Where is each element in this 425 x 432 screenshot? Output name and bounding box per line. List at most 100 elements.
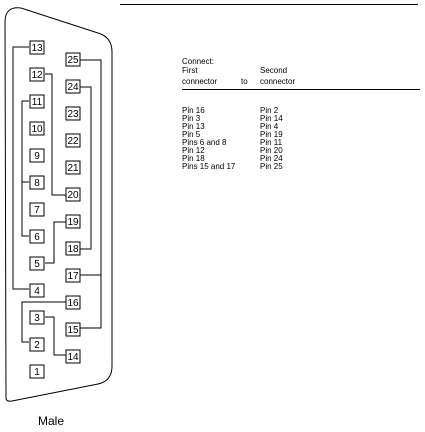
pin-7: 7 <box>29 202 45 217</box>
pin-box <box>29 175 45 190</box>
pin-12: 12 <box>29 67 45 82</box>
second-pin: Pin 14 <box>260 114 283 123</box>
pin-box <box>29 364 45 379</box>
pin-number: 2 <box>34 340 40 351</box>
pin-number: 3 <box>34 313 40 324</box>
pin-box <box>65 160 81 175</box>
pin-number: 9 <box>34 151 40 162</box>
second-pin: Pin 4 <box>260 122 279 131</box>
pin-number: 15 <box>67 325 79 336</box>
pin-number: 21 <box>67 163 79 174</box>
pin-25: 25 <box>65 52 81 67</box>
pin-box <box>29 229 45 244</box>
second-pin: Pin 25 <box>260 162 283 171</box>
pin-box <box>65 295 81 310</box>
pin-box <box>29 202 45 217</box>
pin-number: 13 <box>31 43 43 54</box>
pin-15: 15 <box>65 322 81 337</box>
pin-box <box>29 337 45 352</box>
pin-number: 8 <box>34 178 40 189</box>
pin-16: 16 <box>65 295 81 310</box>
pin-22: 22 <box>65 133 81 148</box>
connector-outline <box>4 7 113 402</box>
pin-box <box>65 52 81 67</box>
first-pin: Pin 18 <box>182 154 205 163</box>
second-pin: Pin 2 <box>260 106 279 115</box>
second-pin: Pin 20 <box>260 146 283 155</box>
second-pin: Pin 11 <box>260 138 283 147</box>
pin-number: 11 <box>32 97 43 108</box>
pin-24: 24 <box>65 79 81 94</box>
header-second-connector: connector <box>260 77 296 86</box>
second-pin: Pin 24 <box>260 154 283 163</box>
pin-13: 13 <box>29 40 45 55</box>
header-to: to <box>241 77 248 86</box>
header-first: First <box>182 66 198 75</box>
second-pin: Pin 19 <box>260 130 283 139</box>
pin-number: 19 <box>67 217 79 228</box>
pin-number: 7 <box>34 205 40 216</box>
table-row: Pins 15 and 17 Pin 25 <box>182 163 420 171</box>
pin-number: 23 <box>67 109 79 120</box>
pin-number: 12 <box>31 70 43 81</box>
wire-3-14 <box>45 316 66 356</box>
top-rule <box>120 4 418 5</box>
pin-number: 22 <box>67 136 79 147</box>
pin-23: 23 <box>65 106 81 121</box>
pin-number: 6 <box>34 232 40 243</box>
pin-3: 3 <box>29 310 45 325</box>
table-row: Pins 6 and 8 Pin 11 <box>182 139 420 147</box>
header-first-connector: connector <box>182 77 218 86</box>
pin-number: 20 <box>67 190 79 201</box>
pin-number: 10 <box>31 124 43 135</box>
wire-16-2 <box>21 301 66 343</box>
first-pin: Pin 12 <box>182 146 205 155</box>
pin-box <box>29 40 45 55</box>
pin-17: 17 <box>65 268 81 283</box>
pin-14: 14 <box>65 349 81 364</box>
first-pin: Pin 5 <box>182 130 201 139</box>
table-row: Pin 5 Pin 19 <box>182 131 420 139</box>
pin-box <box>65 322 81 337</box>
first-pin: Pins 6 and 8 <box>182 138 227 147</box>
pin-box <box>65 106 81 121</box>
wire-11-6-8 <box>21 100 29 237</box>
pin-number: 25 <box>67 55 79 66</box>
pin-2: 2 <box>29 337 45 352</box>
pin-box <box>65 79 81 94</box>
pin-20: 20 <box>65 187 81 202</box>
pin-box <box>29 94 45 109</box>
first-pin: Pins 15 and 17 <box>182 162 236 171</box>
wire-13-4 <box>12 46 29 290</box>
wire-18-24 <box>80 86 92 250</box>
pin-box <box>29 310 45 325</box>
pin-box <box>65 187 81 202</box>
pin-box <box>29 256 45 271</box>
pin-10: 10 <box>29 121 45 136</box>
pin-number: 24 <box>67 82 79 93</box>
wire-12-20 <box>45 73 66 196</box>
pin-number: 14 <box>67 352 79 363</box>
pin-box <box>65 349 81 364</box>
header-second: Second <box>260 66 288 75</box>
pin-19: 19 <box>65 214 81 229</box>
pin-box <box>29 283 45 298</box>
pin-11: 11 <box>29 94 45 109</box>
wire-5-19 <box>45 221 66 264</box>
wire-15-17-25 <box>80 59 102 329</box>
pin-4: 4 <box>29 283 45 298</box>
pin-box <box>29 67 45 82</box>
pin-box <box>29 121 45 136</box>
wiring <box>12 46 102 356</box>
pin-number: 17 <box>67 271 79 282</box>
pin-9: 9 <box>29 148 45 163</box>
header-connect: Connect: <box>182 57 215 66</box>
pin-box <box>65 241 81 256</box>
